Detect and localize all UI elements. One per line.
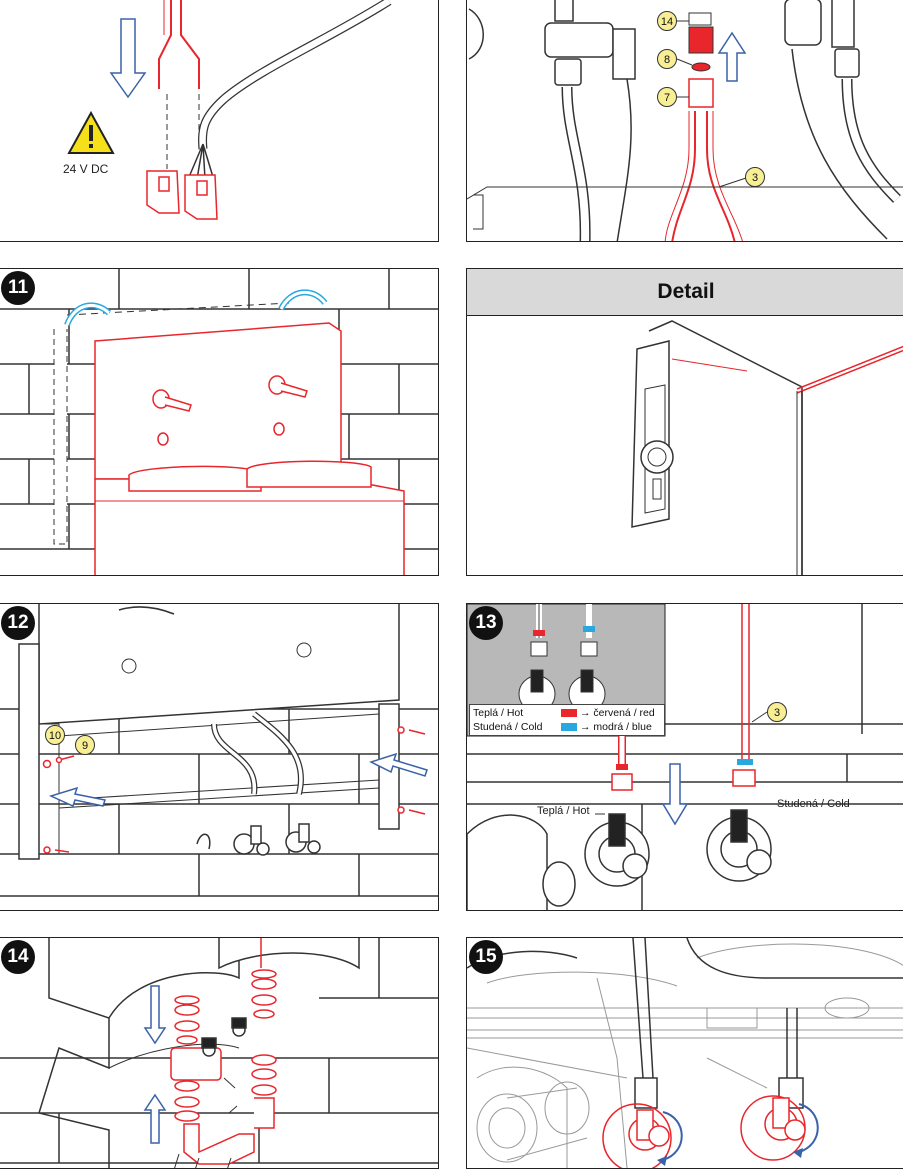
- panel-wiring: 24 V DC: [0, 0, 439, 242]
- cold-valve-label: Studená / Cold: [777, 798, 850, 810]
- panel-step-12: 12 10 9: [0, 603, 439, 911]
- step-15-drawing: [467, 938, 903, 1168]
- step-number-15: 15: [469, 940, 503, 974]
- step-number-14: 14: [1, 940, 35, 974]
- panel-hose-connection: 14 8 7 3: [466, 0, 903, 242]
- callout-10: 10: [45, 725, 65, 745]
- panel-detail: Detail: [466, 268, 903, 576]
- legend-cold-row: Studená / Cold → modrá / blue: [473, 720, 652, 734]
- legend-cold-color: → modrá / blue: [580, 721, 652, 733]
- callout-3: 3: [745, 167, 765, 187]
- step-number-11: 11: [1, 271, 35, 305]
- step-13-drawing: [467, 604, 903, 910]
- step-12-drawing: [0, 604, 438, 897]
- panel-step-13: 13 3 Teplá / Hot → červená / red Studená …: [466, 603, 903, 911]
- legend-cold-label: Studená / Cold: [473, 721, 543, 733]
- hose-connection-drawing: [467, 0, 903, 241]
- legend-hot-label: Teplá / Hot: [473, 707, 524, 719]
- voltage-label: 24 V DC: [63, 162, 109, 176]
- legend-red-swatch: [561, 709, 577, 718]
- legend-blue-swatch: [561, 723, 577, 732]
- hot-valve-label: Teplá / Hot: [537, 805, 590, 817]
- step-14-drawing: [0, 938, 438, 1168]
- panel-step-14: 14: [0, 937, 439, 1169]
- color-legend: Teplá / Hot → červená / red Studená / Col…: [469, 704, 665, 736]
- panel-step-11: 11: [0, 268, 439, 576]
- callout-7: 7: [657, 87, 677, 107]
- callout-8: 8: [657, 49, 677, 69]
- step-number-13: 13: [469, 606, 503, 640]
- detail-drawing: [631, 320, 903, 575]
- legend-hot-color: → červená / red: [580, 707, 655, 719]
- step-number-12: 12: [1, 606, 35, 640]
- detail-title: Detail: [467, 269, 903, 316]
- callout-3-hose: 3: [767, 702, 787, 722]
- wiring-drawing: [67, 0, 392, 220]
- legend-hot-row: Teplá / Hot → červená / red: [473, 706, 655, 720]
- callout-9: 9: [75, 735, 95, 755]
- callout-14: 14: [657, 11, 677, 31]
- panel-step-15: 15: [466, 937, 903, 1169]
- step-11-drawing: [0, 269, 438, 575]
